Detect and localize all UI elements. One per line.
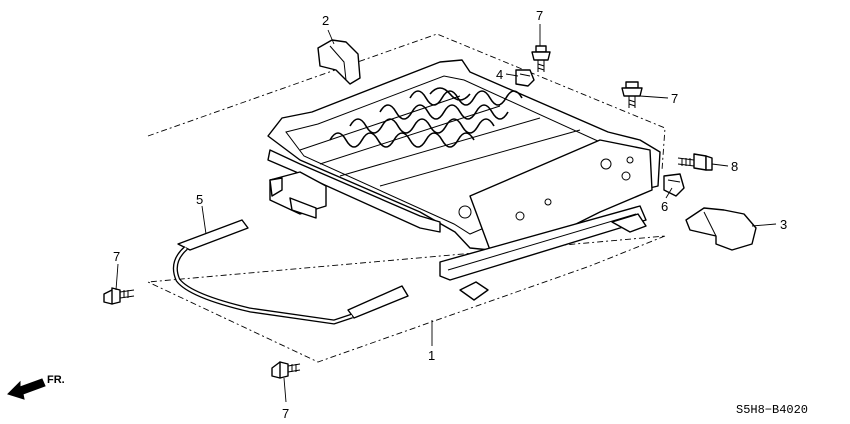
- leader-lines: [115, 24, 777, 403]
- callout-7-bottom: 7: [282, 406, 289, 421]
- callout-1: 1: [428, 348, 435, 363]
- seat-frame-part-1: [267, 59, 661, 301]
- cover-part-2: [317, 39, 361, 85]
- callout-7-left: 7: [113, 249, 120, 264]
- callout-2: 2: [322, 13, 329, 28]
- wire-part-5: [172, 219, 409, 325]
- cover-part-3: [685, 207, 757, 251]
- bolt-part-7-top: [531, 45, 551, 72]
- arrow-left-icon: [7, 378, 46, 400]
- assembly-boundary: [146, 33, 666, 363]
- callout-7-right: 7: [671, 91, 678, 106]
- callout-6: 6: [661, 199, 668, 214]
- front-direction-arrow: FR.: [7, 374, 65, 400]
- clip-part-6: [663, 173, 685, 197]
- bolt-part-7-right: [621, 81, 643, 108]
- callout-8: 8: [731, 159, 738, 174]
- callout-5: 5: [196, 192, 203, 207]
- callout-7-top: 7: [536, 8, 543, 23]
- callout-3: 3: [780, 217, 787, 232]
- bolt-part-7-left: [103, 287, 135, 305]
- clip-part-4: [515, 69, 535, 87]
- direction-label: FR.: [47, 374, 65, 386]
- bolt-part-7-bottom: [271, 361, 301, 379]
- callout-4: 4: [496, 67, 503, 82]
- diagram-code: S5H8−B4020: [736, 403, 808, 417]
- bolt-part-8: [677, 153, 713, 171]
